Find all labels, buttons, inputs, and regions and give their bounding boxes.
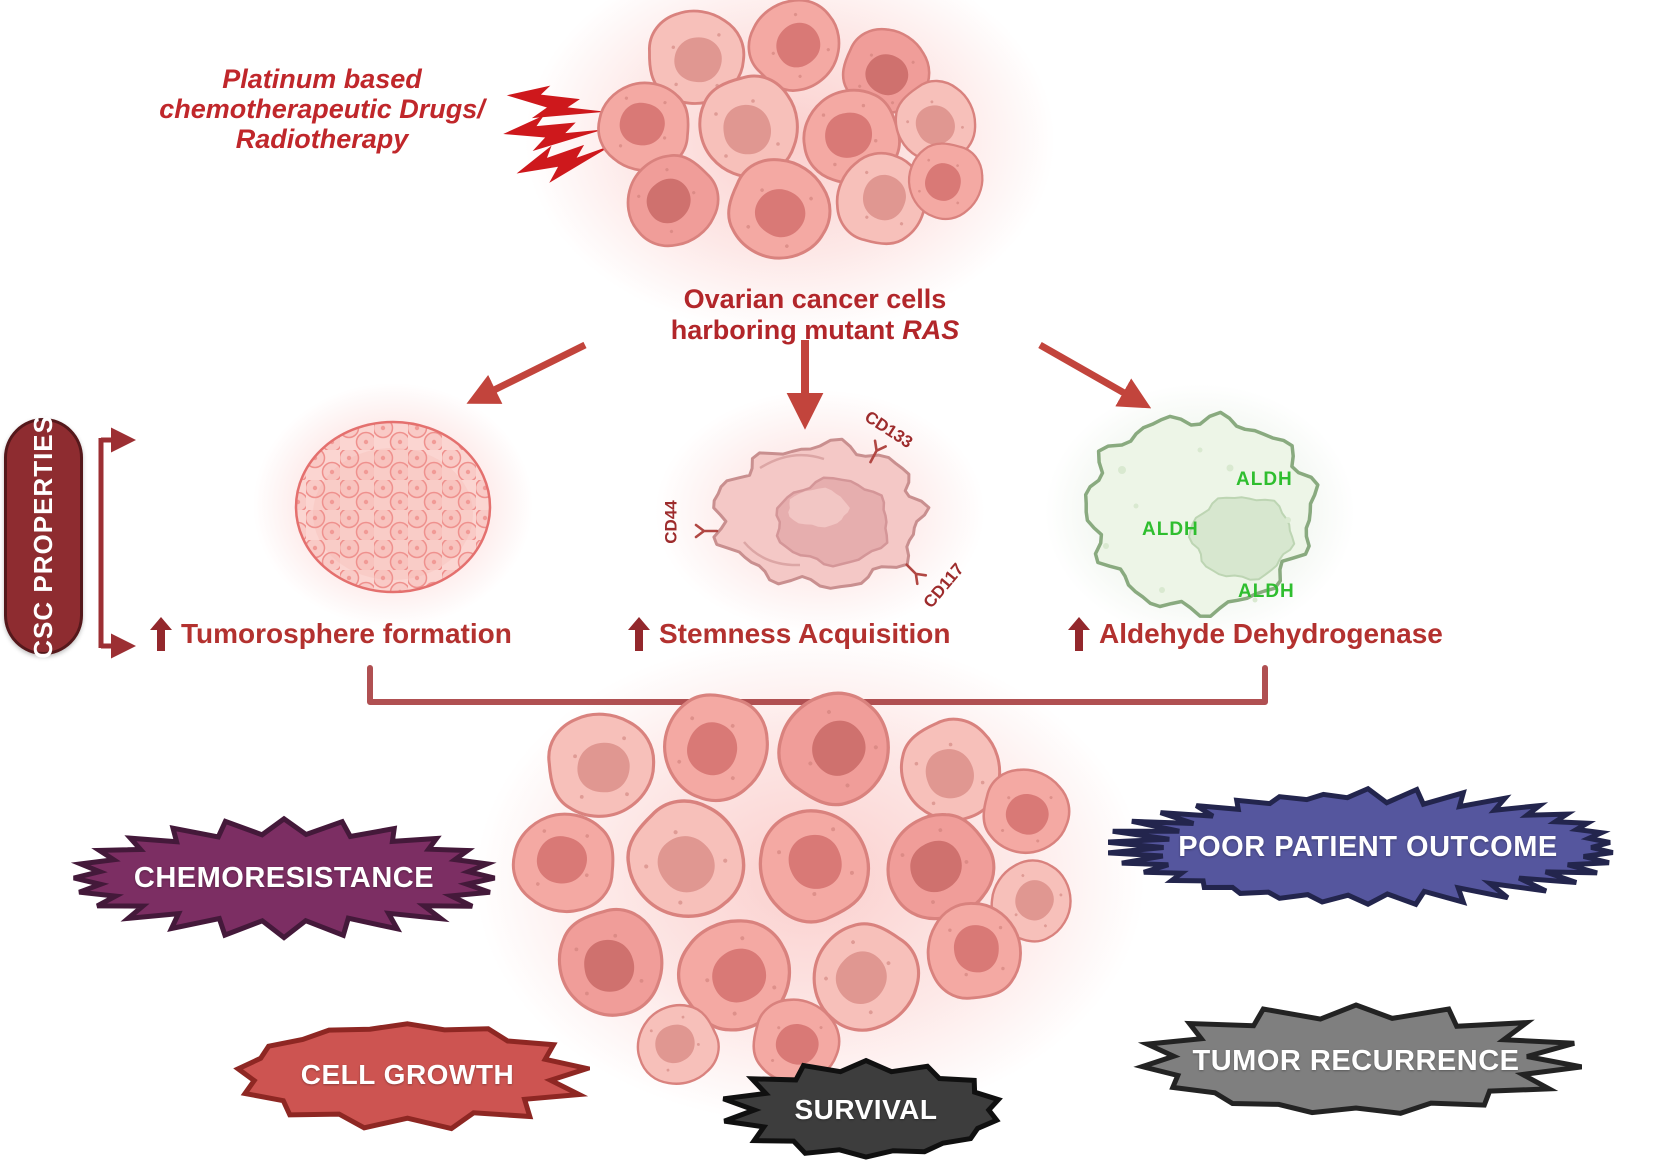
csc-bracket — [98, 427, 136, 659]
increase-arrow-icon — [628, 617, 650, 651]
outcome-burst-tumor-recurrence: TUMOR RECURRENCE — [1130, 1000, 1582, 1122]
platinum-caption-line1: Platinum based — [222, 64, 422, 94]
property-aldh-label: Aldehyde Dehydrogenase — [1099, 618, 1443, 649]
aldh-marker-3: ALDH — [1238, 581, 1295, 602]
cd133-receptor-icon — [869, 439, 887, 464]
platinum-caption-line2: chemotherapeutic Drugs/ — [159, 94, 485, 124]
property-stemness-label: Stemness Acquisition — [659, 618, 951, 649]
outcome-burst-survival: SURVIVAL — [720, 1056, 1012, 1164]
stem-cell — [694, 437, 931, 590]
csc-properties-pill: CSC PROPERTIES — [4, 415, 83, 658]
starburst-shape — [233, 1021, 590, 1132]
lightning-bolts-icon — [503, 85, 613, 183]
outcome-label-cell-growth: CELL GROWTH — [300, 1059, 515, 1090]
arrow-to-aldh-cell — [1038, 341, 1152, 409]
csc-properties-label: CSC PROPERTIES — [28, 414, 58, 659]
starburst-shape — [70, 815, 497, 941]
ras-gene-label: RAS — [902, 315, 960, 345]
platinum-caption-line3: Radiotherapy — [235, 124, 409, 154]
arrow-to-tumorosphere — [466, 341, 587, 404]
ovarian-caption-line1: Ovarian cancer cells — [683, 284, 947, 314]
outcome-label-poor-patient-outcome: POOR PATIENT OUTCOME — [1178, 831, 1558, 863]
outcome-burst-cell-growth: CELL GROWTH — [225, 1016, 590, 1134]
cd44-receptor-icon — [694, 523, 719, 539]
outcome-burst-poor-patient-outcome: POOR PATIENT OUTCOME — [1108, 785, 1628, 910]
aldh-marker-2: ALDH — [1142, 519, 1199, 540]
cd44-label: CD44 — [661, 500, 681, 544]
platinum-caption: Platinum based chemotherapeutic Drugs/ R… — [128, 64, 516, 154]
outcome-burst-chemoresistance: CHEMORESISTANCE — [58, 815, 510, 941]
starburst-shape — [722, 1057, 1003, 1160]
aldh-cell — [1083, 410, 1320, 618]
outcome-label-survival: SURVIVAL — [794, 1094, 938, 1125]
property-tumorosphere: Tumorosphere formation — [150, 611, 512, 657]
cd117-receptor-icon — [905, 563, 928, 586]
property-aldh: Aldehyde Dehydrogenase — [1068, 611, 1443, 657]
ovarian-caption-prefix: harboring mutant — [670, 315, 895, 345]
outcome-label-chemoresistance: CHEMORESISTANCE — [133, 861, 435, 894]
increase-arrow-icon — [1068, 617, 1090, 651]
aldh-marker-1: ALDH — [1236, 469, 1293, 490]
increase-arrow-icon — [150, 617, 172, 651]
tumorosphere — [294, 420, 492, 594]
starburst-shape — [1133, 1002, 1582, 1116]
property-tumorosphere-label: Tumorosphere formation — [181, 618, 512, 649]
property-stemness: Stemness Acquisition — [628, 611, 950, 657]
starburst-shape — [1108, 785, 1614, 908]
outcome-label-tumor-recurrence: TUMOR RECURRENCE — [1192, 1044, 1520, 1077]
